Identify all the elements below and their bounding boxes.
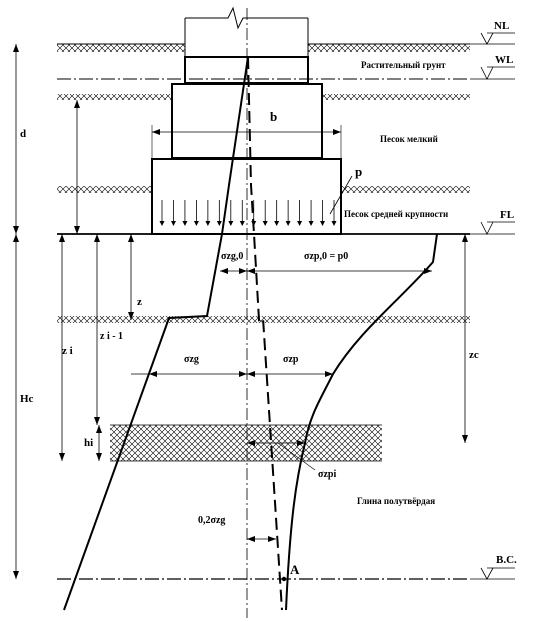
z-label: z (137, 296, 142, 308)
wl-label: WL (495, 54, 513, 66)
hc-label: Hс (20, 393, 34, 405)
hi-label: hi (84, 437, 93, 449)
pressure-arrow-head (308, 221, 314, 226)
b-dimension: b (151, 109, 342, 159)
szpi-label: σzpi (318, 469, 336, 480)
level-markers: NL WL FL B.C. (470, 20, 517, 580)
b-label: b (270, 109, 277, 124)
szp-label: σzp (283, 354, 299, 365)
bc-marker: B.C. (470, 554, 517, 580)
pressure-arrow-head (274, 221, 280, 226)
pressure-arrow-head (159, 221, 165, 226)
bc-label: B.C. (496, 554, 517, 566)
pressure-arrow-head (193, 221, 199, 226)
foundation-step-3 (151, 158, 342, 235)
topsoil-base-hatch-left (57, 94, 173, 100)
topsoil-base-hatch-right (322, 94, 470, 100)
stress-curves (63, 56, 438, 611)
fl-marker: FL (470, 209, 515, 235)
pressure-arrow-head (297, 221, 303, 226)
fine-sand-base-hatch-right (341, 186, 470, 193)
k02-curve (247, 56, 283, 611)
pressure-arrow-head (262, 221, 268, 226)
clay-label: Глина полутвёрдая (357, 496, 435, 506)
zi1-label: z i - 1 (100, 331, 123, 342)
zi-label: z i (62, 345, 73, 357)
zc-label: zс (469, 349, 479, 361)
pressure-arrow-head (216, 221, 222, 226)
pressure-arrows (159, 200, 337, 226)
fine-sand-base-hatch-left (57, 186, 152, 193)
p-label: p (355, 164, 362, 179)
soil-boundaries (57, 43, 470, 462)
nl-label: NL (494, 20, 509, 32)
surface-hatch-right (308, 44, 470, 52)
clay-top-hatch (57, 316, 470, 323)
pressure-arrow-head (205, 221, 211, 226)
point-a: A (281, 562, 300, 582)
szg-curve (63, 56, 249, 611)
pressure-arrow-head (331, 221, 337, 226)
d-label: d (20, 128, 26, 140)
nl-marker: NL (470, 20, 515, 45)
szg-label: σzg (184, 354, 199, 365)
pressure-arrow-head (228, 221, 234, 226)
point-a-label: A (290, 562, 300, 577)
medium-sand-label: Песок средней крупности (344, 209, 448, 219)
pressure-arrow-head (182, 221, 188, 226)
foundation (151, 6, 342, 235)
surface-hatch-left (57, 44, 185, 52)
szp-curve (285, 233, 438, 611)
p-label-group: p (329, 164, 362, 215)
left-dimensions: d Hс z i z i - 1 z hi (13, 44, 142, 579)
pressure-arrow-head (239, 221, 245, 226)
fine-sand-label: Песок мелкий (380, 134, 438, 144)
szp0-label: σzp,0 = p0 (304, 251, 348, 262)
soil-labels: Растительный грунт Песок мелкий Песок ср… (344, 60, 448, 506)
pressure-arrow-head (285, 221, 291, 226)
pressure-arrow-head (320, 221, 326, 226)
column-break (185, 6, 308, 30)
stress-dimensions: σzg,0 σzp,0 = p0 σzg σzp σzpi 0,2σzg (131, 251, 432, 542)
topsoil-label: Растительный грунт (361, 60, 446, 70)
szg0-label: σzg,0 (221, 251, 243, 262)
k02-label: 0,2σzg (198, 515, 225, 526)
fl-label: FL (500, 209, 514, 221)
pressure-arrow-head (170, 221, 176, 226)
wl-marker: WL (470, 54, 515, 80)
layer-hi-hatch (110, 425, 382, 461)
right-dimensions: zс (462, 234, 479, 443)
